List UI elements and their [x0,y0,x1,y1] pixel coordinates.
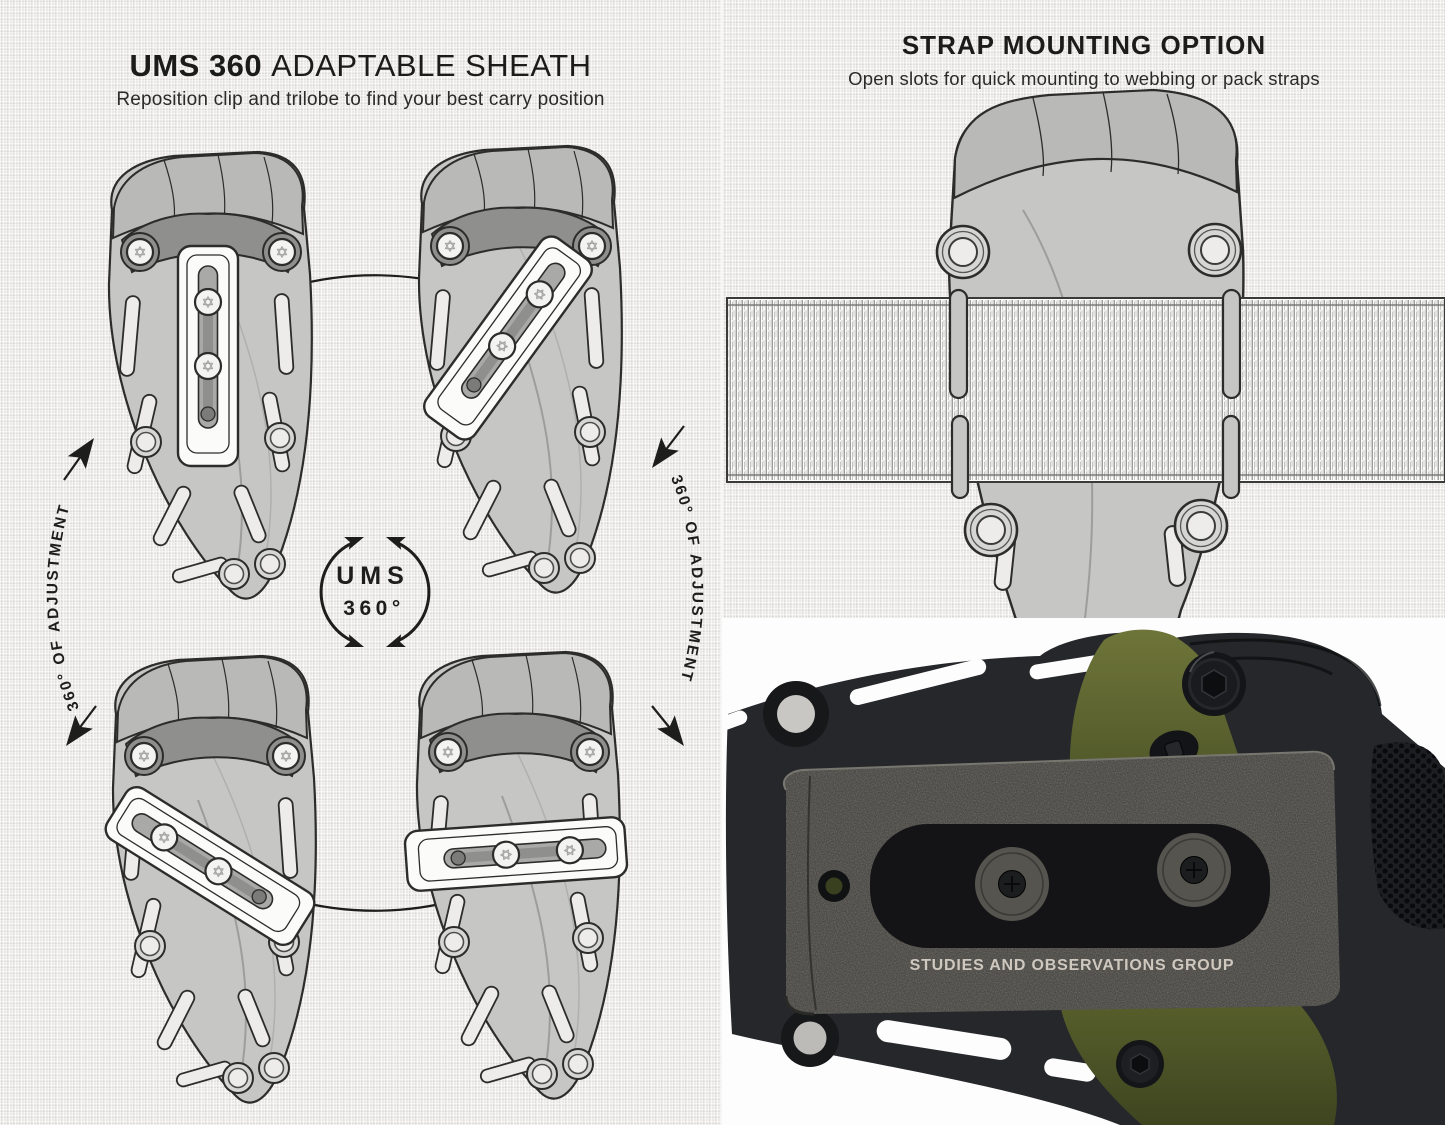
grommet [1187,222,1243,278]
strap-subtitle: Open slots for quick mounting to webbing… [848,68,1320,89]
handle-grip-texture [1370,742,1445,930]
sheath-illustration-bottom-right [404,652,628,1099]
strap-mounting-diagram [726,88,1445,618]
sheath-illustration-top-right [419,146,622,593]
adjustment-diagram: 360° OF ADJUSTMENT 360° OF ADJUSTMENT [44,0,706,1125]
adjustment-arc-label-left: 360° OF ADJUSTMENT [44,502,83,714]
hex-screw-bottom [1116,1040,1164,1088]
belt-clip-vertical [178,246,238,466]
product-photo: STUDIES AND OBSERVATIONS GROUP [722,618,1445,1125]
ums-360-badge: UMS 360° [319,530,431,654]
strap-title: STRAP MOUNTING OPTION [901,30,1267,60]
clip-engraving: STUDIES AND OBSERVATIONS GROUP [910,957,1235,974]
clip-closeup-photo: STUDIES AND OBSERVATIONS GROUP [722,629,1445,1125]
badge-arrow-icons [344,530,406,654]
clip-washer-left [975,847,1049,921]
metal-pocket-clip: STUDIES AND OBSERVATIONS GROUP [783,750,1341,1016]
sheath-lower-details [963,498,1229,591]
left-subtitle: Reposition clip and trilobe to find your… [116,88,605,110]
mounting-slots [722,648,1145,1082]
sheath-illustration-bottom-left [101,656,319,1103]
grommet [963,502,1019,558]
rotation-arrow-icons [57,425,693,753]
grommet [1173,498,1229,554]
sheath-illustration-top-left [109,152,312,599]
title-rest: ADAPTABLE SHEATH [271,48,592,83]
strap-mounting-panel: STRAP MOUNTING OPTION Open slots for qui… [723,0,1445,618]
metal-eyelets [763,681,839,1067]
adjustment-arc-label-right: 360° OF ADJUSTMENT [667,473,706,685]
webbing-strap [726,297,1445,483]
title-model: UMS 360 [129,48,263,83]
badge-line1: UMS [336,562,410,590]
grommet [935,224,991,280]
strap-header: STRAP MOUNTING OPTION Open slots for qui… [723,30,1445,90]
clip-washer-right [1157,833,1231,907]
badge-line2: 360° [343,597,404,620]
sheath-slot-rails [948,288,1242,500]
hex-screw-top [1182,651,1246,716]
olive-trilobe-lower [1060,994,1337,1125]
